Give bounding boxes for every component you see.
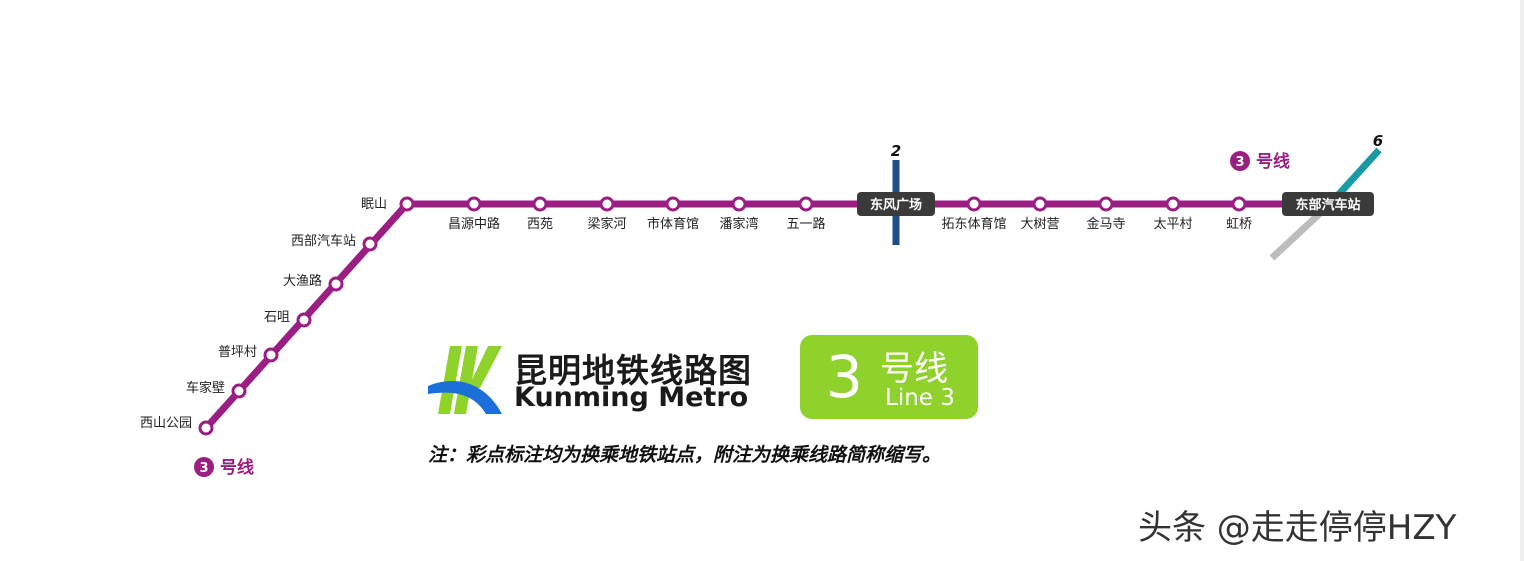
station-label: 潘家湾	[719, 216, 758, 232]
line-2-label: 2	[891, 142, 901, 160]
badge-label-cn: 号线	[880, 349, 948, 389]
station-dot	[399, 196, 415, 212]
line-tag-west-circle	[194, 457, 214, 477]
transfer-station-label: 东风广场	[870, 197, 922, 213]
badge-label-en: Line 3	[885, 385, 955, 411]
line-tag-west-label: 号线	[220, 457, 254, 478]
station-dot	[296, 312, 312, 328]
station-dot	[231, 383, 247, 399]
station-label: 虹桥	[1226, 217, 1252, 232]
station-label: 拓东体育馆	[941, 216, 1006, 232]
station-label: 梁家河	[587, 216, 626, 232]
transfer-station-box	[1282, 192, 1374, 216]
map-note: 注：彩点标注均为换乘地铁站点，附注为换乘线路简称缩写。	[428, 444, 942, 466]
station-dot	[1231, 196, 1247, 212]
station-dot	[798, 196, 814, 212]
station-label: 大树营	[1020, 217, 1059, 232]
station-label: 太平村	[1153, 217, 1192, 232]
metro-logo-mark	[428, 346, 502, 414]
station-label: 市体育馆	[647, 216, 699, 232]
station-label: 车家壁	[186, 380, 225, 396]
station-label: 大渔路	[283, 273, 322, 289]
transfer-station-box	[857, 192, 935, 216]
line-tag-east-label: 号线	[1256, 151, 1290, 172]
line-6-label: 6	[1373, 132, 1383, 150]
station-label: 眠山	[361, 197, 387, 212]
station-dot	[1032, 196, 1048, 212]
line-tag-east-circle	[1230, 151, 1250, 171]
station-dot	[362, 236, 378, 252]
line-tag-east-number: 3	[1235, 155, 1244, 170]
station-dot	[966, 196, 982, 212]
logo-title-en: Kunming Metro	[514, 382, 749, 413]
station-dot	[731, 196, 747, 212]
station-dot	[263, 347, 279, 363]
station-label: 西山公园	[140, 416, 192, 431]
station-label: 石咀	[264, 310, 290, 325]
station-dot	[328, 276, 344, 292]
line-badge: 3 号线 Line 3	[800, 335, 978, 419]
watermark: 头条 @走走停停HZY	[1138, 508, 1457, 548]
station-label: 西苑	[527, 217, 553, 232]
station-label: 西部汽车站	[291, 233, 356, 249]
station-dot	[599, 196, 615, 212]
station-dot	[665, 196, 681, 212]
line-tag-west-number: 3	[199, 461, 208, 476]
logo-title-cn: 昆明地铁线路图	[514, 351, 752, 390]
transfer-station-label: 东部汽车站	[1295, 197, 1360, 213]
station-dot	[1098, 196, 1114, 212]
station-label: 普坪村	[218, 345, 257, 360]
station-label: 昌源中路	[448, 216, 500, 232]
badge-number: 3	[826, 343, 863, 411]
station-dot	[532, 196, 548, 212]
station-dot	[198, 420, 214, 436]
station-dot	[466, 196, 482, 212]
station-label: 五一路	[786, 216, 825, 232]
page-edge	[1520, 0, 1524, 561]
station-label: 金马寺	[1086, 216, 1125, 232]
kunming-metro-logo: 昆明地铁线路图 Kunming Metro	[428, 344, 768, 418]
station-dot	[1165, 196, 1181, 212]
